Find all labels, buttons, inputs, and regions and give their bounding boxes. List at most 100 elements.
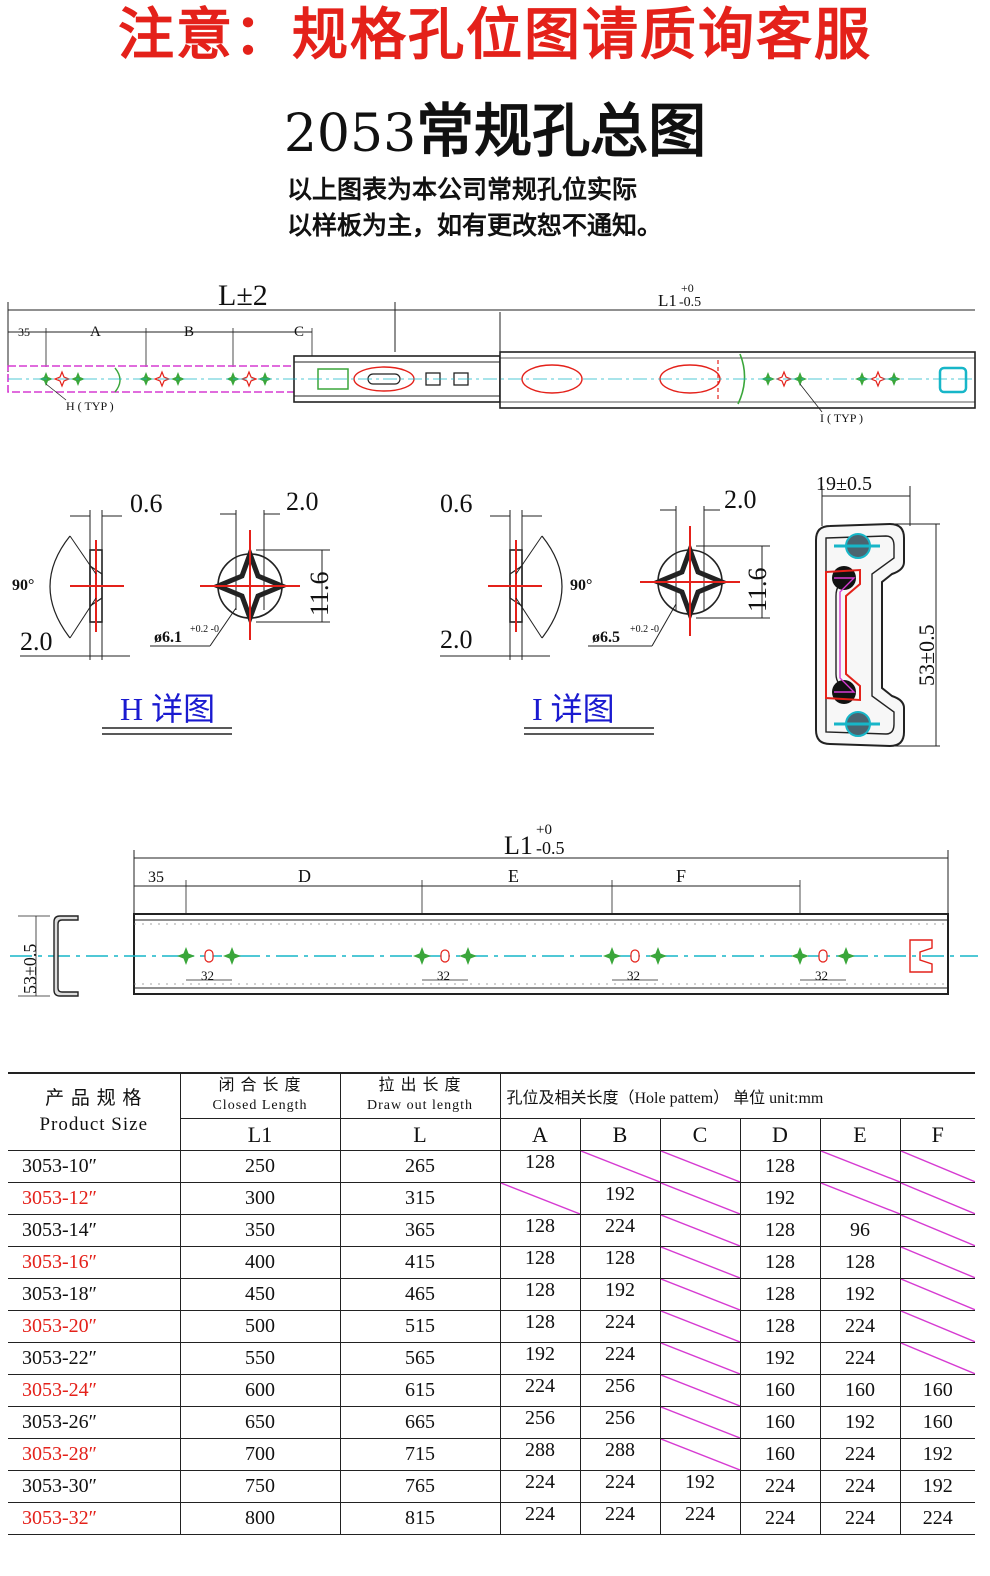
notice-banner: 注意：规格孔位图请质询客服 bbox=[118, 3, 872, 68]
h-angle: 90° bbox=[12, 577, 34, 594]
cell-a: 224 bbox=[500, 1502, 581, 1535]
cell-l1: 800 bbox=[180, 1502, 341, 1535]
cell-b: 224 bbox=[580, 1342, 661, 1375]
empty-cell-slash bbox=[581, 1151, 660, 1182]
h-slot-width: 2.0 bbox=[286, 487, 319, 516]
cell-c bbox=[660, 1150, 741, 1183]
header-hole-pattern: 孔位及相关长度（Hole pattem） 单位 unit:mm bbox=[500, 1072, 976, 1119]
cell-e bbox=[820, 1150, 901, 1183]
i-thickness-1: 0.6 bbox=[440, 489, 473, 518]
dim-L: L±2 bbox=[218, 279, 268, 312]
title-text: 常规孔总图 bbox=[416, 97, 707, 165]
cell-a: 256 bbox=[500, 1406, 581, 1439]
cell-l1: 400 bbox=[180, 1246, 341, 1279]
cell-e: 224 bbox=[820, 1470, 901, 1503]
cell-model: 3053-20″ bbox=[8, 1310, 181, 1343]
cell-c bbox=[660, 1310, 741, 1343]
cell-c bbox=[660, 1406, 741, 1439]
pitch-1: 32 bbox=[201, 968, 214, 983]
cell-c bbox=[660, 1182, 741, 1215]
cell-d: 224 bbox=[740, 1470, 821, 1503]
cell-l1: 550 bbox=[180, 1342, 341, 1375]
cell-f bbox=[900, 1182, 976, 1215]
header-product: 产 品 规 格 Product Size bbox=[8, 1072, 181, 1151]
cell-e: 224 bbox=[820, 1310, 901, 1343]
tol-minus: -0.5 bbox=[679, 295, 701, 310]
cell-b: 192 bbox=[580, 1278, 661, 1311]
cell-c: 224 bbox=[660, 1502, 741, 1535]
cell-d: 192 bbox=[740, 1342, 821, 1375]
header-L1: L1 bbox=[180, 1118, 341, 1151]
cell-c bbox=[660, 1278, 741, 1311]
detail-h-drawing: 0.6 90° 2.0 2.0 11.6 ø6.1 +0.2 -0 H 详图 bbox=[12, 487, 334, 735]
cell-model: 3053-14″ bbox=[8, 1214, 181, 1247]
cell-c bbox=[660, 1438, 741, 1471]
cell-b: 224 bbox=[580, 1214, 661, 1247]
cell-l: 765 bbox=[340, 1470, 501, 1503]
empty-cell-slash bbox=[821, 1151, 900, 1182]
cell-f bbox=[900, 1278, 976, 1311]
cell-d: 128 bbox=[740, 1278, 821, 1311]
cell-f: 192 bbox=[900, 1470, 976, 1503]
header-col-c: C bbox=[660, 1118, 741, 1151]
cell-e: 192 bbox=[820, 1406, 901, 1439]
empty-cell-slash bbox=[901, 1215, 976, 1246]
cell-a: 128 bbox=[500, 1310, 581, 1343]
cell-b: 128 bbox=[580, 1246, 661, 1279]
bottom-dim-L1: L1 bbox=[504, 831, 533, 860]
h-bottom-dim: 2.0 bbox=[20, 627, 53, 656]
seg-A: A bbox=[90, 324, 101, 340]
cell-l: 265 bbox=[340, 1150, 501, 1183]
cell-d: 128 bbox=[740, 1214, 821, 1247]
cell-a: 128 bbox=[500, 1150, 581, 1183]
cell-l1: 250 bbox=[180, 1150, 341, 1183]
cell-f bbox=[900, 1310, 976, 1343]
cell-c: 192 bbox=[660, 1470, 741, 1503]
cell-l1: 350 bbox=[180, 1214, 341, 1247]
cell-d: 128 bbox=[740, 1150, 821, 1183]
cell-a: 128 bbox=[500, 1246, 581, 1279]
note-line-1: 以上图表为本公司常规孔位实际 bbox=[287, 175, 638, 204]
header-closed: 闭 合 长 度 Closed Length bbox=[180, 1072, 341, 1119]
empty-cell-slash bbox=[661, 1375, 740, 1406]
cell-l: 515 bbox=[340, 1310, 501, 1343]
cell-f bbox=[900, 1246, 976, 1279]
cell-b bbox=[580, 1150, 661, 1183]
cell-l1: 650 bbox=[180, 1406, 341, 1439]
cell-e: 192 bbox=[820, 1278, 901, 1311]
cell-model: 3053-30″ bbox=[8, 1470, 181, 1503]
cell-l: 315 bbox=[340, 1182, 501, 1215]
bottom-tol-plus: +0 bbox=[536, 822, 552, 838]
cell-l1: 450 bbox=[180, 1278, 341, 1311]
header-col-f: F bbox=[900, 1118, 976, 1151]
pitch-2: 32 bbox=[437, 968, 450, 983]
cell-f bbox=[900, 1150, 976, 1183]
cell-l: 715 bbox=[340, 1438, 501, 1471]
cell-c bbox=[660, 1214, 741, 1247]
detail-i-drawing: 0.6 90° 2.0 2.0 11.6 ø6.5 +0.2 -0 I 详图 bbox=[440, 485, 772, 735]
empty-cell-slash bbox=[901, 1343, 976, 1374]
cell-model: 3053-24″ bbox=[8, 1374, 181, 1407]
cell-b: 256 bbox=[580, 1406, 661, 1439]
cell-l: 665 bbox=[340, 1406, 501, 1439]
cross-section-drawing: 19±0.5 53±0.5 bbox=[815, 473, 940, 748]
empty-cell-slash bbox=[901, 1247, 976, 1278]
cell-b: 288 bbox=[580, 1438, 661, 1471]
i-height-dim: 11.6 bbox=[743, 567, 772, 612]
dim-L1: L1 bbox=[658, 291, 677, 310]
cell-b: 224 bbox=[580, 1470, 661, 1503]
empty-cell-slash bbox=[661, 1183, 740, 1214]
h-height-dim: 11.6 bbox=[305, 571, 334, 616]
empty-cell-slash bbox=[661, 1439, 740, 1470]
h-diameter-tol: +0.2 -0 bbox=[190, 624, 219, 635]
pitch-3: 32 bbox=[627, 968, 640, 983]
i-slot-width: 2.0 bbox=[724, 485, 757, 514]
empty-cell-slash bbox=[901, 1311, 976, 1342]
